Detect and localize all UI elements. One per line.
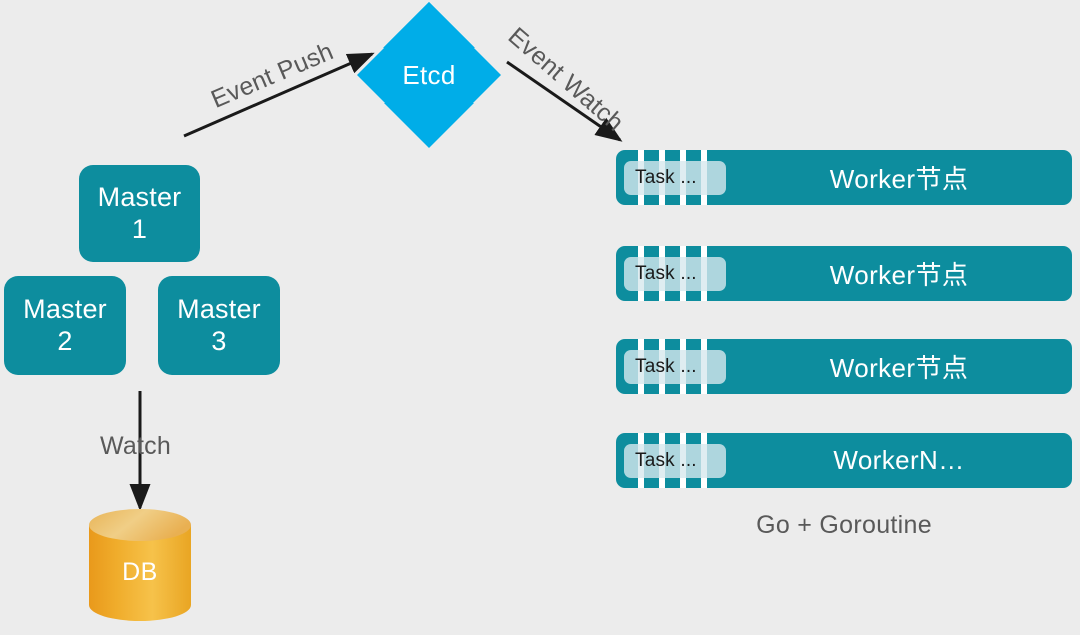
cylinder-database-icon (89, 509, 191, 621)
database-node[interactable]: DB (88, 508, 192, 622)
worker-row[interactable]: Task ... Worker节点 (616, 339, 1072, 394)
master-node-3[interactable]: Master 3 (158, 276, 280, 375)
task-chip[interactable]: Task ... (624, 444, 726, 478)
worker-title: Worker节点 (829, 260, 969, 290)
workers-caption: Go + Goroutine (756, 511, 932, 539)
etcd-node[interactable]: Etcd (356, 1, 502, 149)
edge-label-watch: Watch (100, 432, 171, 460)
master-1-title: Master (97, 182, 182, 213)
master-3-title: Master (177, 294, 261, 325)
edge-label-event-watch: Event Watch (502, 22, 629, 137)
master-node-1[interactable]: Master 1 (79, 165, 200, 262)
edge-label-event-push: Event Push (207, 37, 338, 114)
etcd-label: Etcd (402, 59, 456, 90)
master-node-2[interactable]: Master 2 (4, 276, 126, 375)
worker-row[interactable]: Task ... WorkerN… (616, 433, 1072, 488)
worker-title: Worker节点 (829, 164, 969, 194)
database-label: DB (122, 557, 158, 586)
master-2-title: Master (23, 294, 107, 325)
master-1-index: 1 (131, 213, 148, 244)
worker-title: Worker节点 (829, 353, 969, 383)
master-2-index: 2 (57, 325, 73, 356)
worker-row[interactable]: Task ... Worker节点 (616, 246, 1072, 301)
task-chip[interactable]: Task ... (624, 161, 726, 195)
worker-title: WorkerN… (833, 445, 965, 475)
four-way-arrow-icon (357, 2, 501, 148)
task-chip[interactable]: Task ... (624, 257, 726, 291)
task-chip[interactable]: Task ... (624, 350, 726, 384)
worker-row[interactable]: Task ... Worker节点 (616, 150, 1072, 205)
master-3-index: 3 (211, 325, 227, 356)
